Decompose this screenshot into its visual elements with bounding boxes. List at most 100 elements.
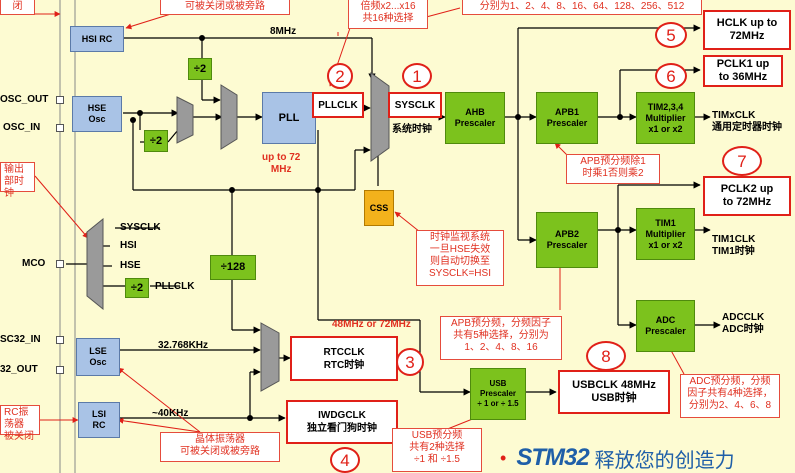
- note-lsi-rc: RC振荡器 被关闭: [0, 405, 40, 442]
- note-lse-crystal: 晶体振荡器 可被关闭或被旁路: [160, 432, 280, 462]
- tim1-multiplier-label: TIM1 Multiplier x1 or x2: [645, 217, 686, 250]
- ahb-prescaler-block: AHB Prescaler: [445, 92, 505, 144]
- marker-circle-5: 5: [655, 22, 687, 48]
- mco-mux: [86, 218, 104, 310]
- marker-circle-2: 2: [327, 63, 353, 89]
- marker-circle-7: 7: [722, 146, 762, 176]
- note-usb-prescaler: USB预分频 共有2种选择 ÷1 和 ÷1.5: [392, 428, 482, 472]
- iwdgclk-label: IWDGCLK 独立看门狗时钟: [307, 410, 377, 434]
- mco-hse-label: HSE: [120, 260, 141, 271]
- mco-div2-block: ÷2: [125, 278, 149, 298]
- lsi-rc-block: LSI RC: [78, 402, 120, 438]
- note-apb-prescaler: APB预分频，分频因子 共有5种选择，分别为 1、2、4、8、16: [440, 316, 562, 360]
- hclk-box: HCLK up to 72MHz: [703, 10, 791, 50]
- hclk-label: HCLK up to 72MHz: [716, 17, 778, 42]
- pclk1-box: PCLK1 up to 36MHz: [703, 55, 783, 87]
- hsi-8mhz-label: 8MHz: [270, 26, 297, 37]
- hsi-div2-block: ÷2: [188, 58, 212, 80]
- div128-label: ÷128: [220, 261, 246, 273]
- pll-source-mux: [220, 84, 238, 150]
- osc-in-pin: [56, 124, 64, 132]
- adcclk-label: ADCCLK ADC时钟: [722, 312, 765, 335]
- tim234-multiplier-label: TIM2,3,4 Multiplier x1 or x2: [645, 101, 686, 134]
- css-label: CSS: [369, 202, 389, 213]
- note-hse-bypass: 可被关闭或被旁路: [160, 0, 290, 15]
- usb-prescaler-label: USB Prescaler ÷ 1 or ÷ 1.5: [477, 379, 519, 408]
- note-pll-multiplier: 倍频x2...x16 共16种选择: [348, 0, 428, 29]
- hse-osc-label: HSE Osc: [87, 103, 107, 124]
- apb1-prescaler-label: APB1 Prescaler: [546, 107, 588, 128]
- hse-mux: [176, 96, 194, 144]
- hsi-div2-label: ÷2: [193, 62, 207, 75]
- note-adc-prescaler: ADC预分频，分频 因子共有4种选择， 分别为2、4、6、8: [680, 374, 780, 418]
- stm32-logo: • STM32 释放您的创造力: [500, 444, 790, 472]
- note-css-monitor: 时钟监视系统 一旦HSE失效 则自动切换至 SYSCLK=HSI: [416, 230, 504, 286]
- osc-out-label: OSC_OUT: [0, 94, 49, 105]
- ahb-prescaler-label: AHB Prescaler: [454, 107, 496, 128]
- logo-brand: STM32: [516, 444, 589, 471]
- pclk1-label: PCLK1 up to 36MHz: [716, 58, 770, 83]
- pll-label: PLL: [278, 111, 300, 124]
- note-ahb-prescaler: 分别为1、2、4、8、16、64、128、256、512: [462, 0, 702, 15]
- osc32-in-pin: [56, 336, 64, 344]
- pll-block: PLL: [262, 92, 316, 144]
- logo-slogan: 释放您的创造力: [594, 449, 735, 472]
- mco-pin: [56, 260, 64, 268]
- lsi-freq-label: ~40KHz: [152, 408, 189, 419]
- adc-prescaler-block: ADC Prescaler: [636, 300, 695, 352]
- note-top-left: 闭: [0, 0, 35, 15]
- sysclk-cn-label: 系统时钟: [392, 124, 432, 135]
- usb-prescaler-block: USB Prescaler ÷ 1 or ÷ 1.5: [470, 368, 526, 420]
- osc-out-pin: [56, 96, 64, 104]
- marker-circle-6: 6: [655, 63, 687, 89]
- rtcclk-box: RTCCLK RTC时钟: [290, 336, 398, 381]
- osc32-out-label: 32_OUT: [0, 364, 38, 375]
- mco-hsi-label: HSI: [120, 240, 137, 251]
- usbclk-label: USBCLK 48MHz USB时钟: [572, 379, 656, 404]
- sysclk-box: SYSCLK: [388, 92, 442, 118]
- note-mco-output: 输出 部时钟: [0, 162, 35, 199]
- sysclk-mux: [370, 72, 390, 162]
- lse-osc-label: LSE Osc: [89, 346, 107, 367]
- mco-div2-label: ÷2: [130, 281, 144, 294]
- mco-label: MCO: [22, 258, 46, 269]
- iwdgclk-box: IWDGCLK 独立看门狗时钟: [286, 400, 398, 444]
- hse-div2-block: ÷2: [144, 130, 168, 152]
- bullet-icon: •: [500, 447, 507, 468]
- marker-circle-3: 3: [396, 348, 424, 376]
- hsi-rc-block: HSI RC: [70, 26, 124, 52]
- osc-in-label: OSC_IN: [3, 122, 41, 133]
- pclk2-box: PCLK2 up to 72MHz: [703, 176, 791, 216]
- apb2-prescaler-block: APB2 Prescaler: [536, 212, 598, 268]
- osc32-out-pin: [56, 366, 64, 374]
- pclk2-label: PCLK2 up to 72MHz: [720, 183, 774, 208]
- adc-prescaler-label: ADC Prescaler: [645, 315, 686, 336]
- marker-circle-8: 8: [586, 341, 626, 371]
- tim234-multiplier-block: TIM2,3,4 Multiplier x1 or x2: [636, 92, 695, 144]
- rtc-mux: [260, 322, 280, 392]
- osc32-in-label: SC32_IN: [0, 334, 41, 345]
- mco-pllclk-label: PLLCLK: [155, 281, 195, 292]
- css-block: CSS: [364, 190, 394, 226]
- mco-sysclk-label: SYSCLK: [120, 222, 161, 233]
- pll-upto-label: up to 72 MHz: [262, 152, 301, 175]
- marker-circle-4: 4: [330, 447, 360, 473]
- timxclk-label: TIMxCLK 通用定时器时钟: [712, 110, 782, 133]
- sysclk-label: SYSCLK: [394, 99, 436, 111]
- lsi-rc-label: LSI RC: [91, 409, 106, 430]
- tim1-multiplier-block: TIM1 Multiplier x1 or x2: [636, 208, 695, 260]
- rtcclk-label: RTCCLK RTC时钟: [323, 346, 365, 371]
- lse-osc-block: LSE Osc: [76, 338, 120, 376]
- pllclk-box: PLLCLK: [312, 92, 364, 118]
- div128-block: ÷128: [210, 255, 256, 280]
- marker-circle-1: 1: [402, 63, 432, 89]
- usb-input-freq-label: 48MHz or 72MHz: [332, 319, 411, 330]
- pllclk-label: PLLCLK: [318, 99, 358, 111]
- apb2-prescaler-label: APB2 Prescaler: [546, 229, 588, 250]
- apb1-prescaler-block: APB1 Prescaler: [536, 92, 598, 144]
- hse-osc-block: HSE Osc: [72, 96, 122, 132]
- tim1clk-label: TIM1CLK TIM1时钟: [712, 234, 756, 257]
- usbclk-box: USBCLK 48MHz USB时钟: [558, 370, 670, 414]
- note-apb1-multiplier: APB预分频除1 时乘1否则乘2: [566, 154, 660, 184]
